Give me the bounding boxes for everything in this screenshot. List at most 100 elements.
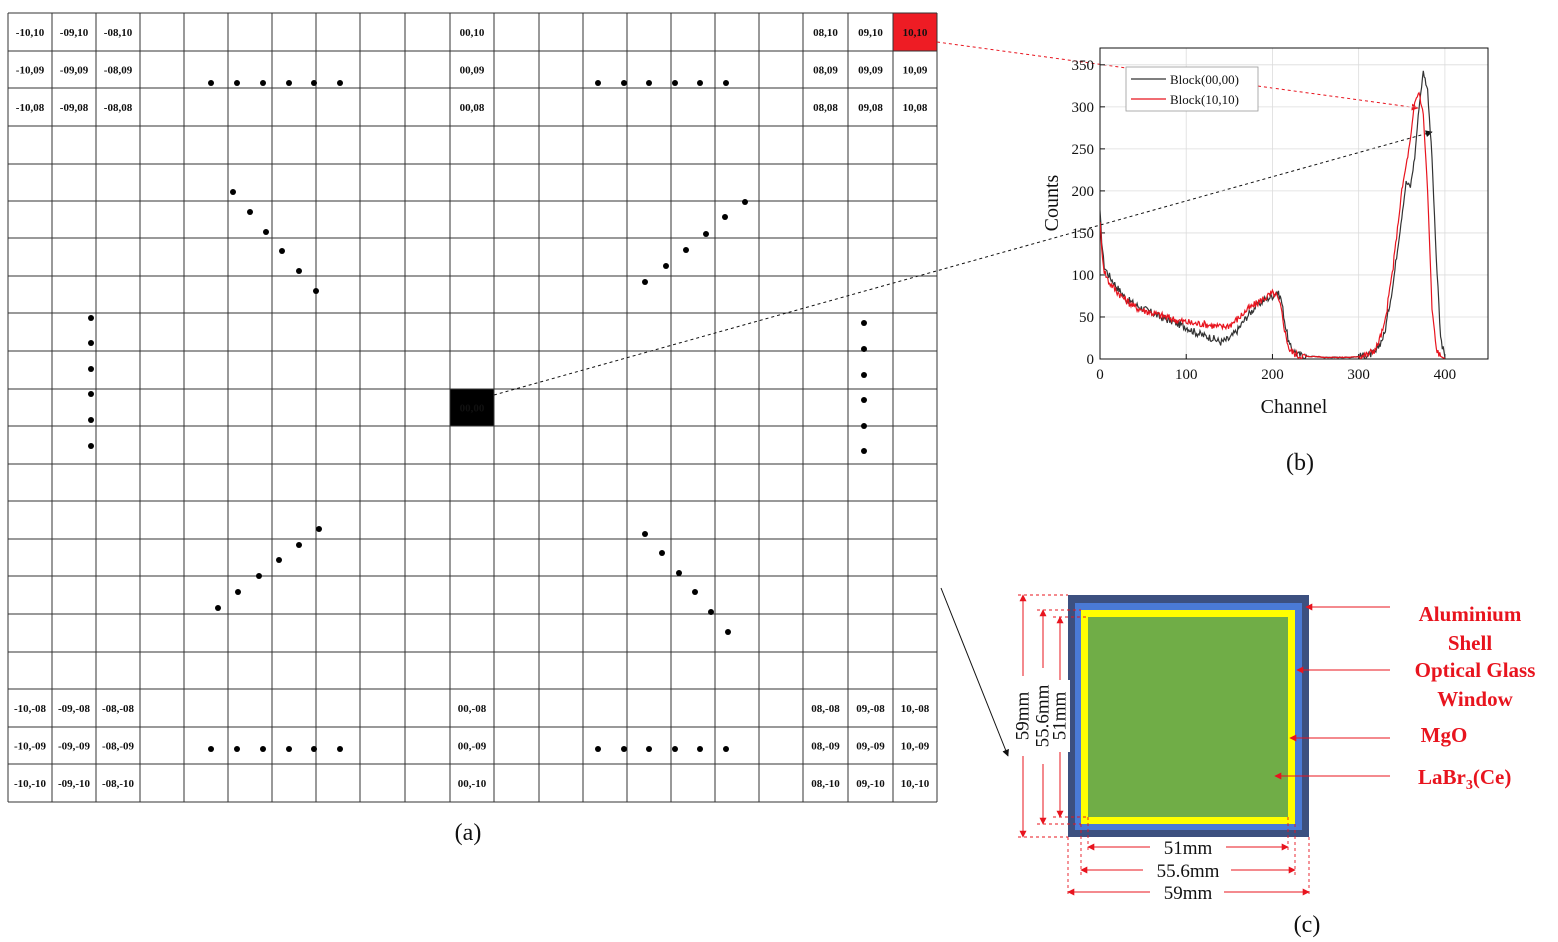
ellipsis-dot <box>646 746 652 752</box>
grid-cell-label: 09,09 <box>858 65 883 77</box>
ellipsis-dot <box>88 443 94 449</box>
y-tick-label: 300 <box>1072 100 1095 116</box>
grid-cell-label: 00,09 <box>460 65 485 77</box>
grid-cell-label: -08,10 <box>104 27 133 39</box>
ellipsis-dot <box>642 531 648 537</box>
label-optical-glass: Optical Glass <box>1415 658 1536 682</box>
ellipsis-dot <box>697 80 703 86</box>
legend-label-block-00-00: Block(00,00) <box>1170 72 1239 87</box>
ellipsis-dot <box>663 263 669 269</box>
grid-cell-label: -08,-09 <box>102 741 135 753</box>
series-block-10-10-line <box>1100 91 1446 359</box>
dim-label-h-55-6: 55.6mm <box>1157 861 1220 882</box>
ellipsis-dot <box>621 80 627 86</box>
ellipsis-dot <box>861 423 867 429</box>
ellipsis-dot <box>88 315 94 321</box>
grid-cell-label: 00,10 <box>460 27 485 39</box>
grid-lines <box>7 12 938 803</box>
ellipsis-dot <box>337 746 343 752</box>
grid-cell-label: 09,10 <box>858 27 883 39</box>
ellipsis-dot <box>260 80 266 86</box>
ellipsis-dot <box>286 746 292 752</box>
grid-cell-label: 00,00 <box>460 403 485 415</box>
highlighted-cell-10-10 <box>893 13 937 51</box>
x-tick-label: 100 <box>1175 367 1198 383</box>
grid-cell-label: -10,-10 <box>14 778 47 790</box>
ellipsis-dot <box>234 746 240 752</box>
ellipsis-dot <box>88 417 94 423</box>
ellipsis-dot <box>697 746 703 752</box>
grid-cell-label: 10,10 <box>903 27 928 39</box>
label-window: Window <box>1437 687 1513 711</box>
ellipsis-dot <box>723 746 729 752</box>
x-tick-label: 300 <box>1347 367 1370 383</box>
y-tick-label: 50 <box>1079 310 1094 326</box>
grid-cell-label: 00,-10 <box>458 778 487 790</box>
grid-cell-label: -08,08 <box>104 102 133 114</box>
ellipsis-dot <box>861 372 867 378</box>
legend-label-block-10-10: Block(10,10) <box>1170 92 1239 107</box>
grid-cell-label: 09,-08 <box>856 703 885 715</box>
dim-label-v-59: 59mm <box>1013 692 1034 741</box>
grid-cell-label: -08,-10 <box>102 778 135 790</box>
ellipsis-dot <box>703 231 709 237</box>
connector-black-solid <box>940 587 1009 757</box>
ellipsis-dot <box>692 589 698 595</box>
dim-label-h-59: 59mm <box>1164 883 1213 904</box>
ellipsis-dot <box>676 570 682 576</box>
highlighted-cell-00-00 <box>450 389 494 426</box>
x-tick-label: 0 <box>1096 367 1104 383</box>
ellipsis-dot <box>88 366 94 372</box>
ellipsis-dot <box>208 746 214 752</box>
grid-cell-label: 10,-09 <box>901 741 930 753</box>
ellipsis-dot <box>286 80 292 86</box>
x-tick-label: 400 <box>1434 367 1457 383</box>
legend-box <box>1125 66 1259 112</box>
ellipsis-dot <box>595 746 601 752</box>
ellipsis-dot <box>247 209 253 215</box>
y-tick-label: 250 <box>1072 142 1095 158</box>
grid-cell-label: 09,-10 <box>856 778 885 790</box>
caption-c: (c) <box>1294 912 1321 938</box>
grid-cell-label: 00,-08 <box>458 703 487 715</box>
ellipsis-dot <box>88 340 94 346</box>
caption-b: (b) <box>1286 450 1314 476</box>
ellipsis-dot <box>672 746 678 752</box>
ellipsis-dot <box>279 248 285 254</box>
grid-cell-label: 10,09 <box>903 65 928 77</box>
grid-cell-label: -09,08 <box>60 102 89 114</box>
ellipsis-dot <box>260 746 266 752</box>
grid-cell-label: -10,08 <box>16 102 45 114</box>
grid-ellipsis-dots <box>88 80 867 752</box>
connector-black-dashed <box>493 130 1433 396</box>
y-tick-label: 350 <box>1072 58 1095 74</box>
grid-cell-label: -10,-08 <box>14 703 47 715</box>
ellipsis-dot <box>313 288 319 294</box>
grid-cell-label: -08,09 <box>104 65 133 77</box>
y-axis-label: Counts <box>1041 174 1063 231</box>
ellipsis-dot <box>296 268 302 274</box>
ellipsis-dot <box>672 80 678 86</box>
ellipsis-dot <box>861 346 867 352</box>
dim-label-h-51: 51mm <box>1164 838 1213 859</box>
grid-cell-label: -09,-08 <box>58 703 91 715</box>
ellipsis-dot <box>208 80 214 86</box>
ellipsis-dot <box>659 550 665 556</box>
ellipsis-dot <box>276 557 282 563</box>
ellipsis-dot <box>337 80 343 86</box>
dim-label-v-55-6: 55.6mm <box>1033 684 1054 747</box>
ellipsis-dot <box>683 247 689 253</box>
dim-label-v-51: 51mm <box>1050 692 1071 741</box>
ellipsis-dot <box>621 746 627 752</box>
x-tick-label: 200 <box>1261 367 1284 383</box>
ellipsis-dot <box>88 391 94 397</box>
ellipsis-dot <box>642 279 648 285</box>
grid-cell-label: 10,08 <box>903 102 928 114</box>
grid-cell-label: 00,-09 <box>458 741 487 753</box>
label-aluminium: Aluminium <box>1419 602 1522 626</box>
grid-cell-label: 10,-08 <box>901 703 930 715</box>
